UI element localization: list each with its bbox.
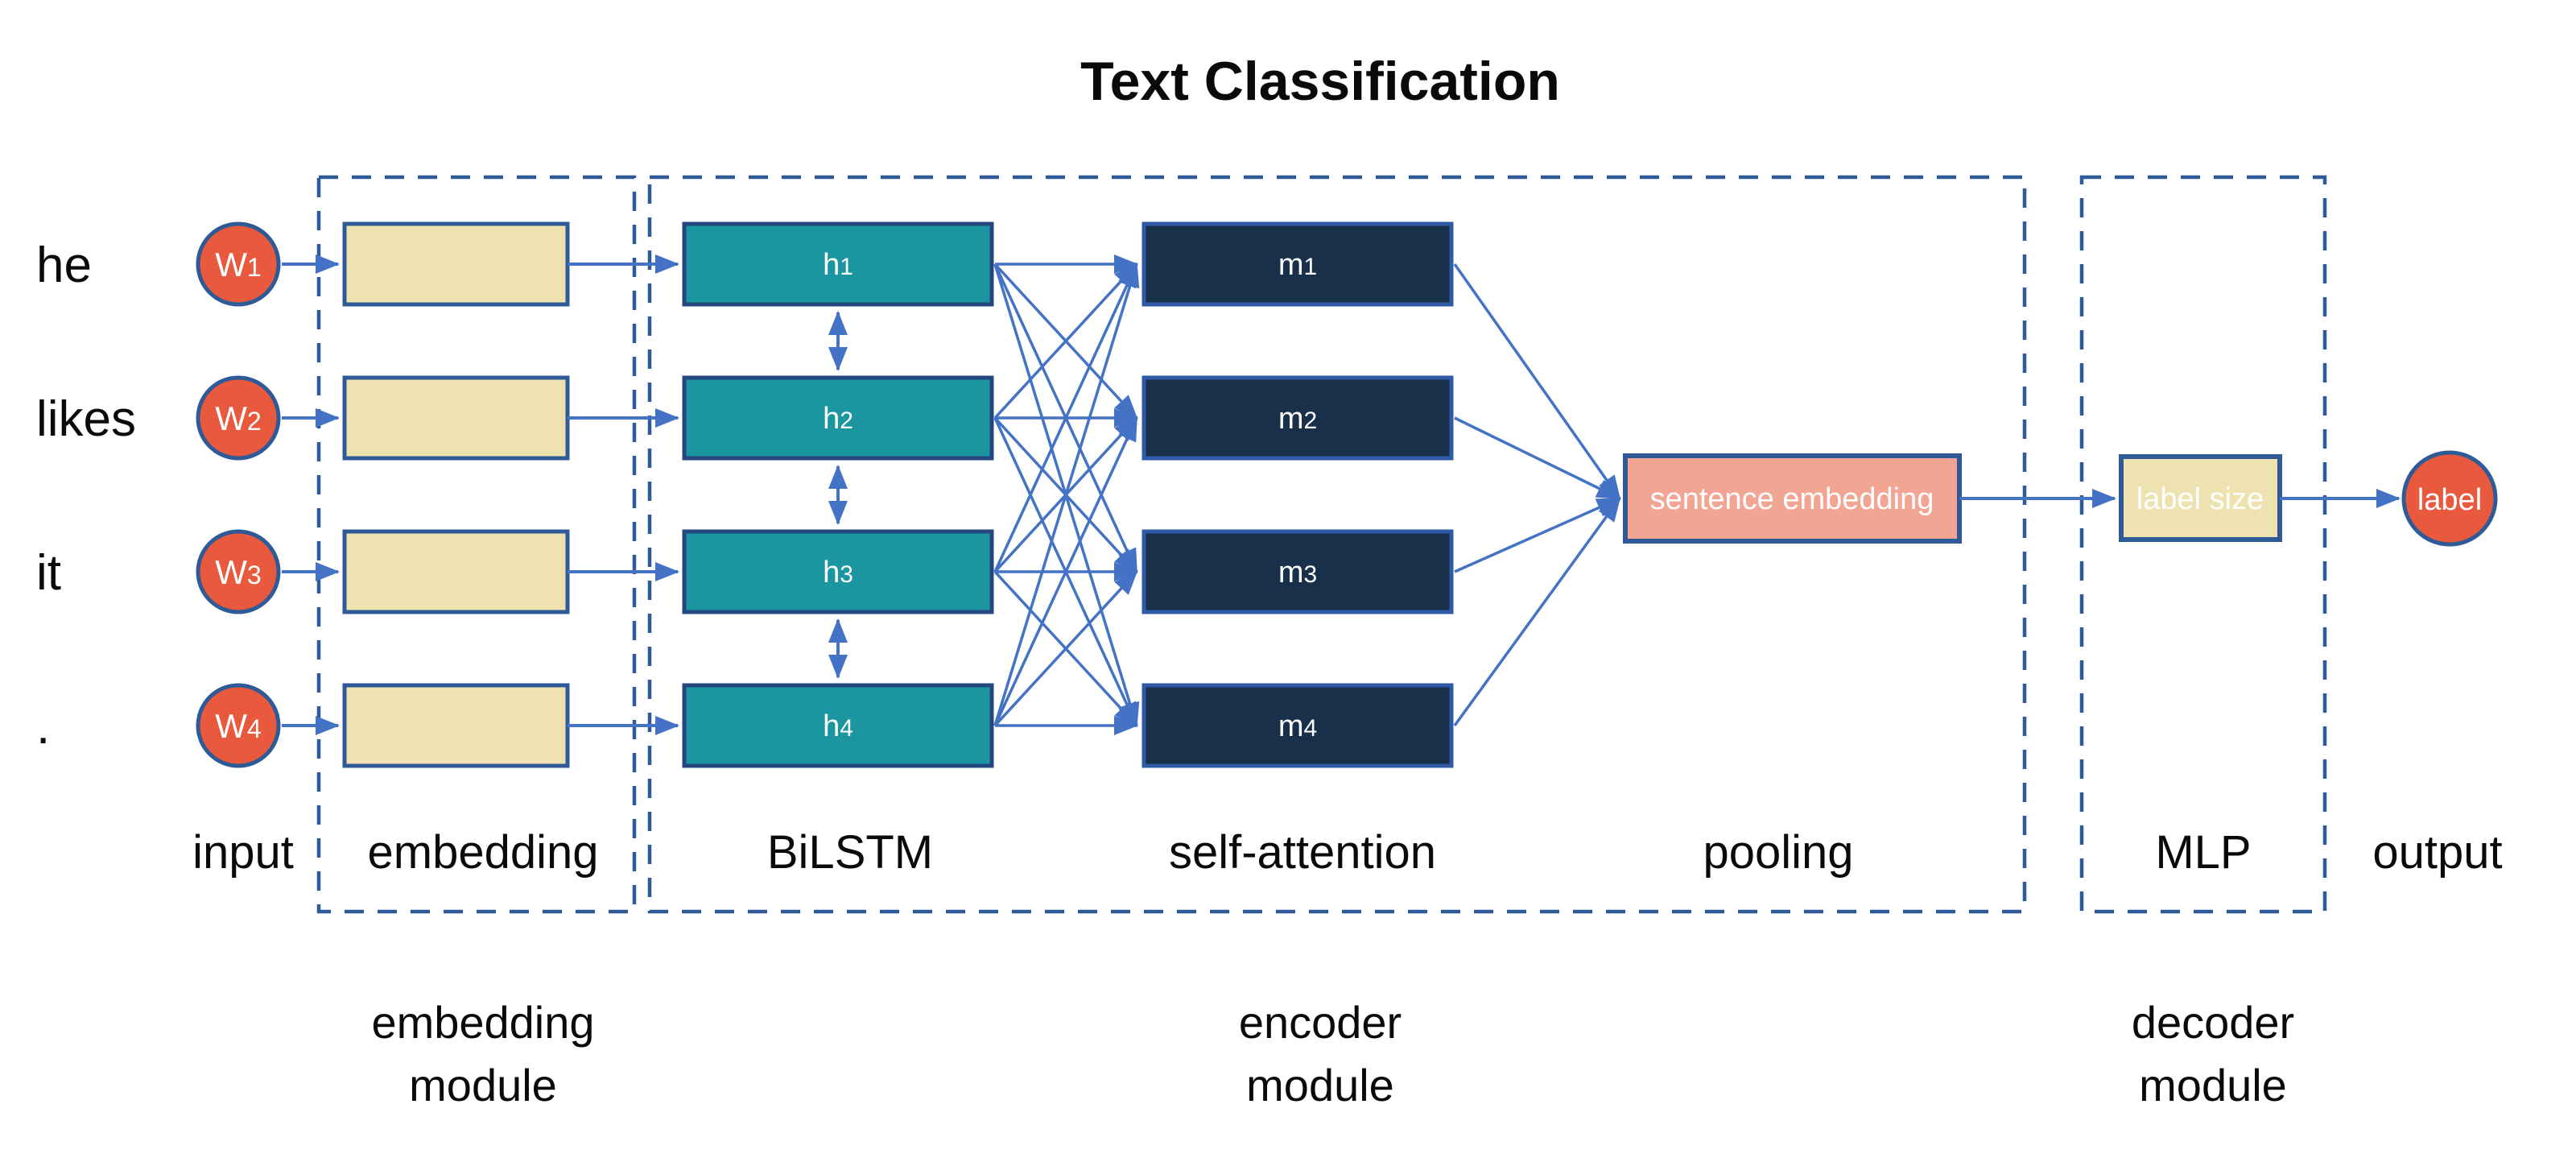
row-3: it W3 h3 m3 — [36, 529, 1454, 614]
hidden-state-label: h3 — [823, 556, 853, 589]
attention-box — [1141, 221, 1454, 307]
stage-labels: input embedding BiLSTM self-attention po… — [192, 826, 2503, 879]
attention-box — [1141, 529, 1454, 614]
label-size-label: label size — [2136, 482, 2264, 516]
stage-label-mlp: MLP — [2155, 826, 2251, 879]
sentence-embedding-box — [1623, 453, 1962, 544]
embedding-box — [342, 221, 570, 307]
output-node — [2401, 450, 2498, 547]
label-size-box — [2119, 454, 2282, 542]
bilstm-hidden-box — [682, 375, 994, 461]
word-node — [196, 683, 281, 768]
stage-label-output: output — [2372, 826, 2502, 879]
pooling-converge-arrows — [1453, 263, 1621, 727]
attention-state-label: m2 — [1278, 402, 1317, 436]
bilstm-hidden-box — [682, 529, 994, 614]
encoder-module-label-line1: encoder — [1239, 997, 1402, 1048]
word-node-label: W4 — [215, 707, 261, 745]
row-4: . W4 h4 m4 — [36, 683, 1454, 768]
hidden-state-label: h4 — [823, 709, 853, 743]
decoder-module-label-line1: decoder — [2132, 997, 2294, 1048]
row-2: likes W2 h2 m2 — [36, 375, 1454, 461]
embedding-box — [342, 683, 570, 768]
embedding-module-label-line1: embedding — [371, 997, 594, 1048]
decoder-module-label-line2: module — [2139, 1060, 2287, 1110]
word-node — [196, 529, 281, 614]
sentence-embedding-label: sentence embedding — [1650, 482, 1934, 516]
word-label: he — [36, 238, 92, 293]
word-label: . — [36, 699, 50, 755]
stage-label-embedding: embedding — [368, 826, 599, 879]
hidden-state-label: h2 — [823, 402, 853, 436]
row-1: he W1 h1 m1 — [36, 221, 1454, 307]
attention-cross-arrows — [993, 254, 1140, 735]
word-node-label: W3 — [215, 553, 261, 591]
diagram-title: Text Classification — [1080, 51, 1560, 112]
attention-state-label: m1 — [1278, 248, 1317, 282]
embedding-module-label-line2: module — [409, 1060, 557, 1110]
word-node — [196, 375, 281, 461]
module-labels: embedding module encoder module decoder … — [371, 997, 2294, 1110]
embedding-module-boundary — [316, 175, 637, 914]
attention-box — [1141, 683, 1454, 768]
stage-label-self-attention: self-attention — [1169, 826, 1436, 879]
hidden-state-label: h1 — [823, 248, 853, 282]
word-node-label: W2 — [215, 399, 261, 437]
decoder-module-boundary — [2079, 175, 2327, 914]
embedding-box — [342, 375, 570, 461]
encoder-module-label-line2: module — [1246, 1060, 1394, 1110]
stage-label-input: input — [192, 826, 294, 879]
attention-box — [1141, 375, 1454, 461]
word-node — [196, 221, 281, 307]
word-node-label: W1 — [215, 246, 261, 283]
attention-state-label: m4 — [1278, 709, 1317, 743]
word-label: it — [36, 545, 61, 601]
output-node-label: label — [2417, 483, 2482, 517]
bilstm-hidden-box — [682, 221, 994, 307]
attention-state-label: m3 — [1278, 556, 1317, 589]
stage-label-pooling: pooling — [1703, 826, 1853, 879]
word-label: likes — [36, 391, 136, 447]
embedding-box — [342, 529, 570, 614]
bilstm-hidden-box — [682, 683, 994, 768]
stage-label-bilstm: BiLSTM — [767, 826, 933, 879]
